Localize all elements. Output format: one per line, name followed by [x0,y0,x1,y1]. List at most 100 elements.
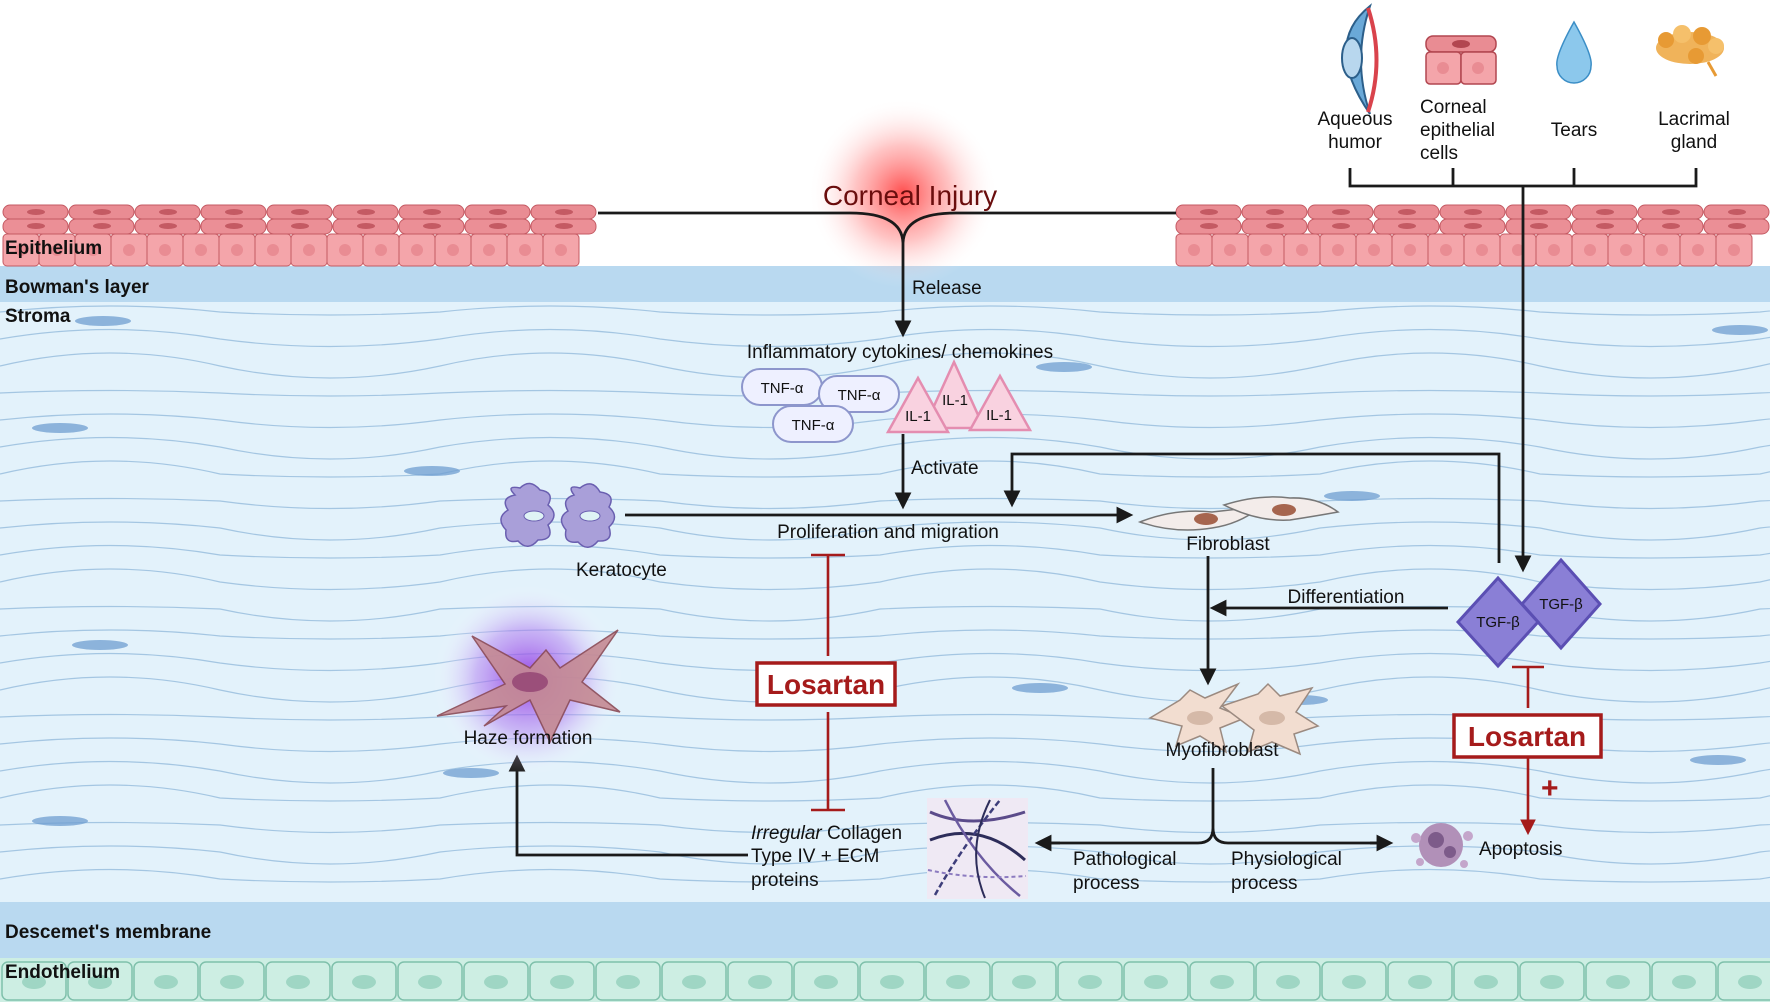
epithelium-left [2,204,597,267]
il1-group: IL-1 IL-1 IL-1 [885,358,1033,434]
il1-label-3: IL-1 [986,407,1012,424]
corneal-epi-line-3: cells [1420,143,1458,164]
stroma-nucleus [75,316,131,326]
endothelial-nucleus [1672,975,1696,989]
il1-label-2: IL-1 [905,408,931,425]
tnf-label-3: TNF-α [792,417,835,434]
epithelial-squamous-nucleus [159,209,177,215]
descemet-layer [0,902,1770,958]
epithelial-wing-nucleus [27,223,45,229]
stroma-fiber [0,328,1770,348]
epithelial-squamous-nucleus [1464,209,1482,215]
epithelial-squamous-nucleus [1398,209,1416,215]
tgf-label-2: TGF-β [1476,614,1520,631]
corneal-epi-line-1: Corneal [1420,97,1487,118]
stroma-fiber [0,568,1770,591]
epithelial-squamous-nucleus [27,209,45,215]
plus-sign: + [1541,772,1559,805]
stroma-fiber [0,389,1770,397]
epithelial-nucleus [1368,244,1380,256]
collagen-mesh-icon [927,798,1028,899]
epithelial-nucleus [483,244,495,256]
injury-glow [808,98,998,288]
myofibroblast-label: Myofibroblast [1166,740,1280,761]
activate-label: Activate [911,458,979,479]
epithelial-squamous-nucleus [357,209,375,215]
proliferation-label: Proliferation and migration [777,522,999,543]
epithelial-wing-nucleus [1662,223,1680,229]
stroma-nucleus [72,640,128,650]
bowman-label: Bowman's layer [5,277,150,298]
stroma-nucleus [32,423,88,433]
endothelial-nucleus [1276,975,1300,989]
epithelial-wing-nucleus [1266,223,1284,229]
epithelial-nucleus [1620,244,1632,256]
physio-line-1: Physiological [1231,849,1342,870]
losartan-box-right [1452,713,1603,759]
epithelial-wing-nucleus [159,223,177,229]
epithelial-squamous-nucleus [555,209,573,215]
endothelial-nucleus [1210,975,1234,989]
stroma-label: Stroma [5,306,71,327]
epithelial-nucleus [447,244,459,256]
epithelial-nucleus [1260,244,1272,256]
apoptosis-label: Apoptosis [1479,839,1562,860]
fibroblast-label: Fibroblast [1186,534,1270,555]
stroma-fiber [0,305,1770,316]
tnf-alpha-group: TNF-α TNF-α TNF-α [741,368,900,443]
sources-bracket [1348,168,1698,188]
descemet-label: Descemet's membrane [5,922,211,943]
stroma-fiber [0,521,1770,541]
epithelial-wing-nucleus [489,223,507,229]
epithelial-nucleus [123,244,135,256]
collagen-irregular: Irregular [751,823,822,844]
epithelial-nucleus [1584,244,1596,256]
epithelial-squamous-nucleus [225,209,243,215]
epithelial-squamous-nucleus [489,209,507,215]
stroma-fiber [0,737,1770,753]
endothelial-nucleus [22,975,46,989]
epithelial-squamous-nucleus [1728,209,1746,215]
epithelial-wing-nucleus [357,223,375,229]
aqueous-line-2: humor [1328,132,1383,153]
epithelial-squamous-nucleus [1200,209,1218,215]
tnf-label-1: TNF-α [761,380,804,397]
lacrimal-gland-label: Lacrimal gland [1658,109,1730,153]
endothelium-cells [1,961,1770,1001]
endothelial-nucleus [1144,975,1168,989]
epithelial-wing-nucleus [1728,223,1746,229]
stroma-nucleus [1036,362,1092,372]
stroma-nucleus [1712,325,1768,335]
corneal-epithelial-cells-icon [1425,35,1497,85]
endothelial-nucleus [1474,975,1498,989]
patho-line-2: process [1073,873,1140,894]
epithelial-wing-nucleus [1596,223,1614,229]
epithelial-wing-nucleus [1530,223,1548,229]
stroma-fiber [0,676,1770,703]
epithelial-squamous-nucleus [423,209,441,215]
endothelial-nucleus [418,975,442,989]
differentiation-label: Differentiation [1288,587,1405,608]
epithelial-squamous-nucleus [291,209,309,215]
epithelial-squamous-nucleus [1662,209,1680,215]
epithelial-nucleus [195,244,207,256]
epithelial-nucleus [519,244,531,256]
myofibroblast-icon [1148,682,1320,756]
process-split [1040,768,1386,845]
stroma-fiber [0,784,1770,802]
epithelial-squamous-nucleus [1596,209,1614,215]
endothelial-nucleus [946,975,970,989]
endothelial-nucleus [484,975,508,989]
epithelial-nucleus [1728,244,1740,256]
aqueous-line-1: Aqueous [1317,109,1392,130]
epithelial-nucleus [159,244,171,256]
epithelial-nucleus [1656,244,1668,256]
corneal-epithelial-label: Corneal epithelial cells [1420,97,1495,164]
epithelial-wing-nucleus [555,223,573,229]
collagen-line-2: Type IV + ECM [751,846,879,867]
losartan-collagen-inhibit [811,712,845,812]
stroma-fiber [0,497,1770,510]
endothelial-nucleus [154,975,178,989]
epithelial-nucleus [1476,244,1488,256]
